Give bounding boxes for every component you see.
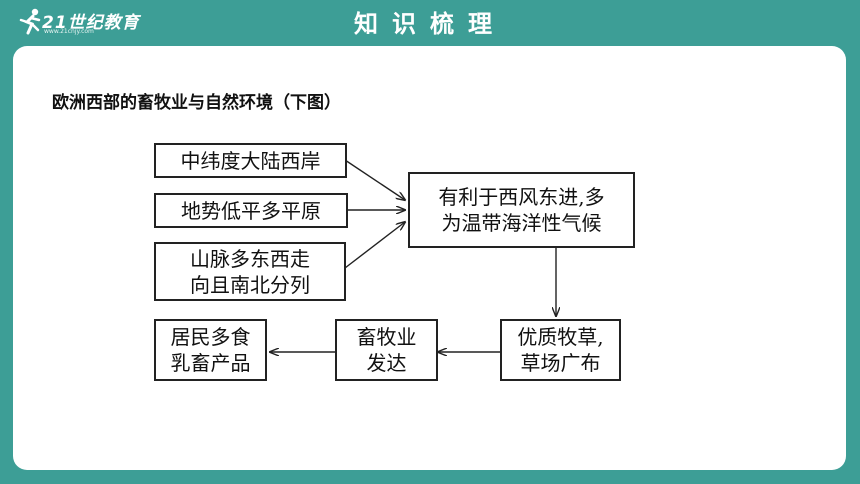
cause-box-mountains: 山脉多东西走 向且南北分列 bbox=[154, 242, 346, 301]
cause-box-terrain: 地势低平多平原 bbox=[154, 193, 348, 228]
climate-box: 有利于西风东进,多 为温带海洋性气候 bbox=[408, 172, 635, 248]
climate-text-line1: 有利于西风东进,多 bbox=[438, 185, 605, 209]
cause-text: 地势低平多平原 bbox=[181, 198, 321, 223]
livestock-text-line1: 畜牧业 bbox=[356, 325, 417, 349]
grass-text-line2: 草场广布 bbox=[520, 351, 601, 375]
arrow-cause1-to-climate bbox=[344, 159, 405, 200]
cause-text: 中纬度大陆西岸 bbox=[180, 148, 321, 173]
grass-box: 优质牧草, 草场广布 bbox=[500, 319, 621, 381]
arrow-cause3-to-climate bbox=[344, 222, 405, 269]
grass-text-line1: 优质牧草, bbox=[517, 325, 604, 349]
diet-box: 居民多食 乳畜产品 bbox=[154, 319, 267, 381]
cause-text-line1: 山脉多东西走 bbox=[190, 246, 310, 271]
climate-text-line2: 为温带海洋性气候 bbox=[441, 211, 602, 235]
content-card bbox=[13, 46, 846, 470]
cause-text-line2: 向且南北分列 bbox=[190, 272, 310, 297]
cause-box-location: 中纬度大陆西岸 bbox=[154, 143, 347, 178]
livestock-text-line2: 发达 bbox=[366, 351, 407, 375]
page-title: 知识梳理 bbox=[354, 10, 506, 38]
logo: 21世纪教育 www.21cnjy.com bbox=[18, 6, 139, 38]
diet-text-line1: 居民多食 bbox=[170, 325, 251, 349]
section-heading: 欧洲西部的畜牧业与自然环境（下图） bbox=[52, 93, 341, 113]
runner-icon bbox=[19, 8, 41, 35]
logo-text: 21世纪教育 bbox=[42, 13, 140, 33]
diet-text-line2: 乳畜产品 bbox=[170, 351, 251, 375]
logo-url: www.21cnjy.com bbox=[44, 28, 94, 35]
livestock-box: 畜牧业 发达 bbox=[335, 319, 438, 381]
